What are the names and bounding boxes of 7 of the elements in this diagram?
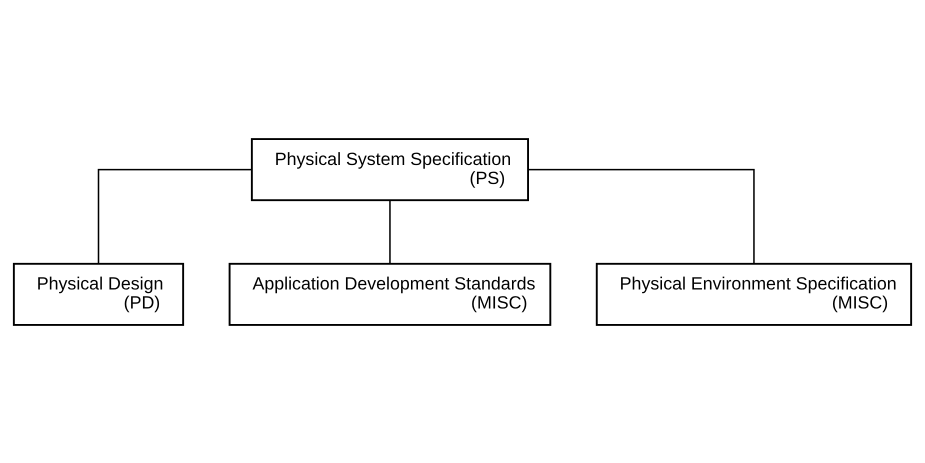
- connector: [98, 168, 252, 264]
- connector: [528, 168, 755, 264]
- node-box: Physical Environment Specification (MISC): [596, 262, 912, 326]
- node-box: Physical Design (PD): [12, 262, 184, 326]
- connector: [389, 200, 391, 263]
- node-box: Physical System Specification (PS): [250, 138, 529, 201]
- node-box: Application Development Standards (MISC): [228, 262, 552, 326]
